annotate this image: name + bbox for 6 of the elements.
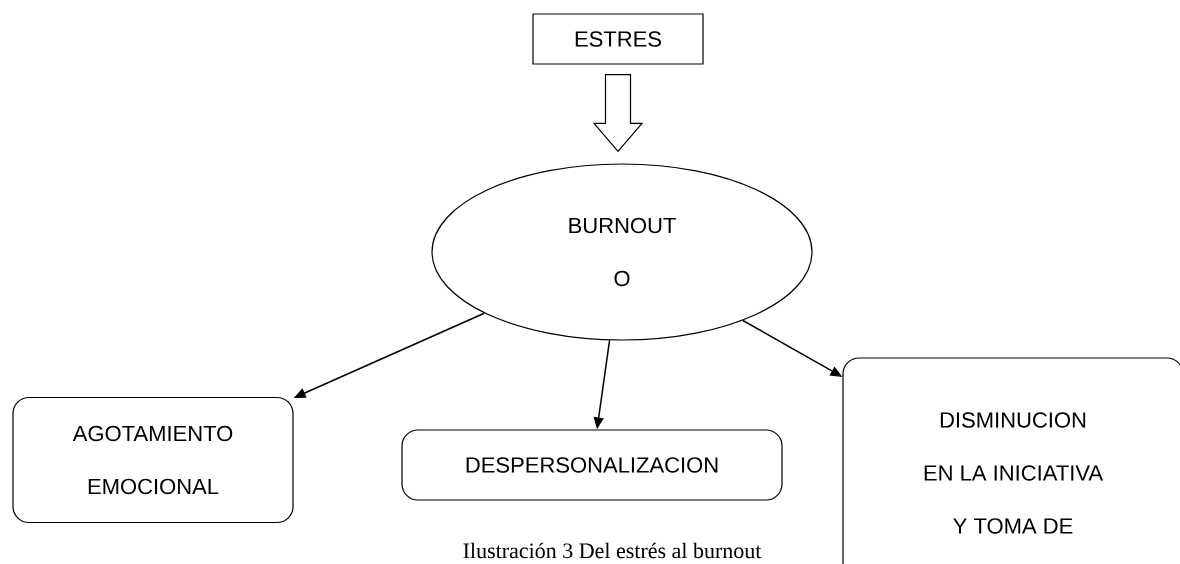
process-box: DESPERSONALIZACION: [401, 429, 783, 501]
process-box: DISMINUCION EN LA INICIATIVA Y TOMA DE: [842, 357, 1180, 564]
block-arrow: [592, 74, 644, 153]
process-box: ESTRES: [532, 13, 704, 65]
process-box: AGOTAMIENTO EMOCIONAL: [12, 396, 294, 524]
caption: Ilustración 3 Del estrés al burnout: [463, 542, 762, 559]
